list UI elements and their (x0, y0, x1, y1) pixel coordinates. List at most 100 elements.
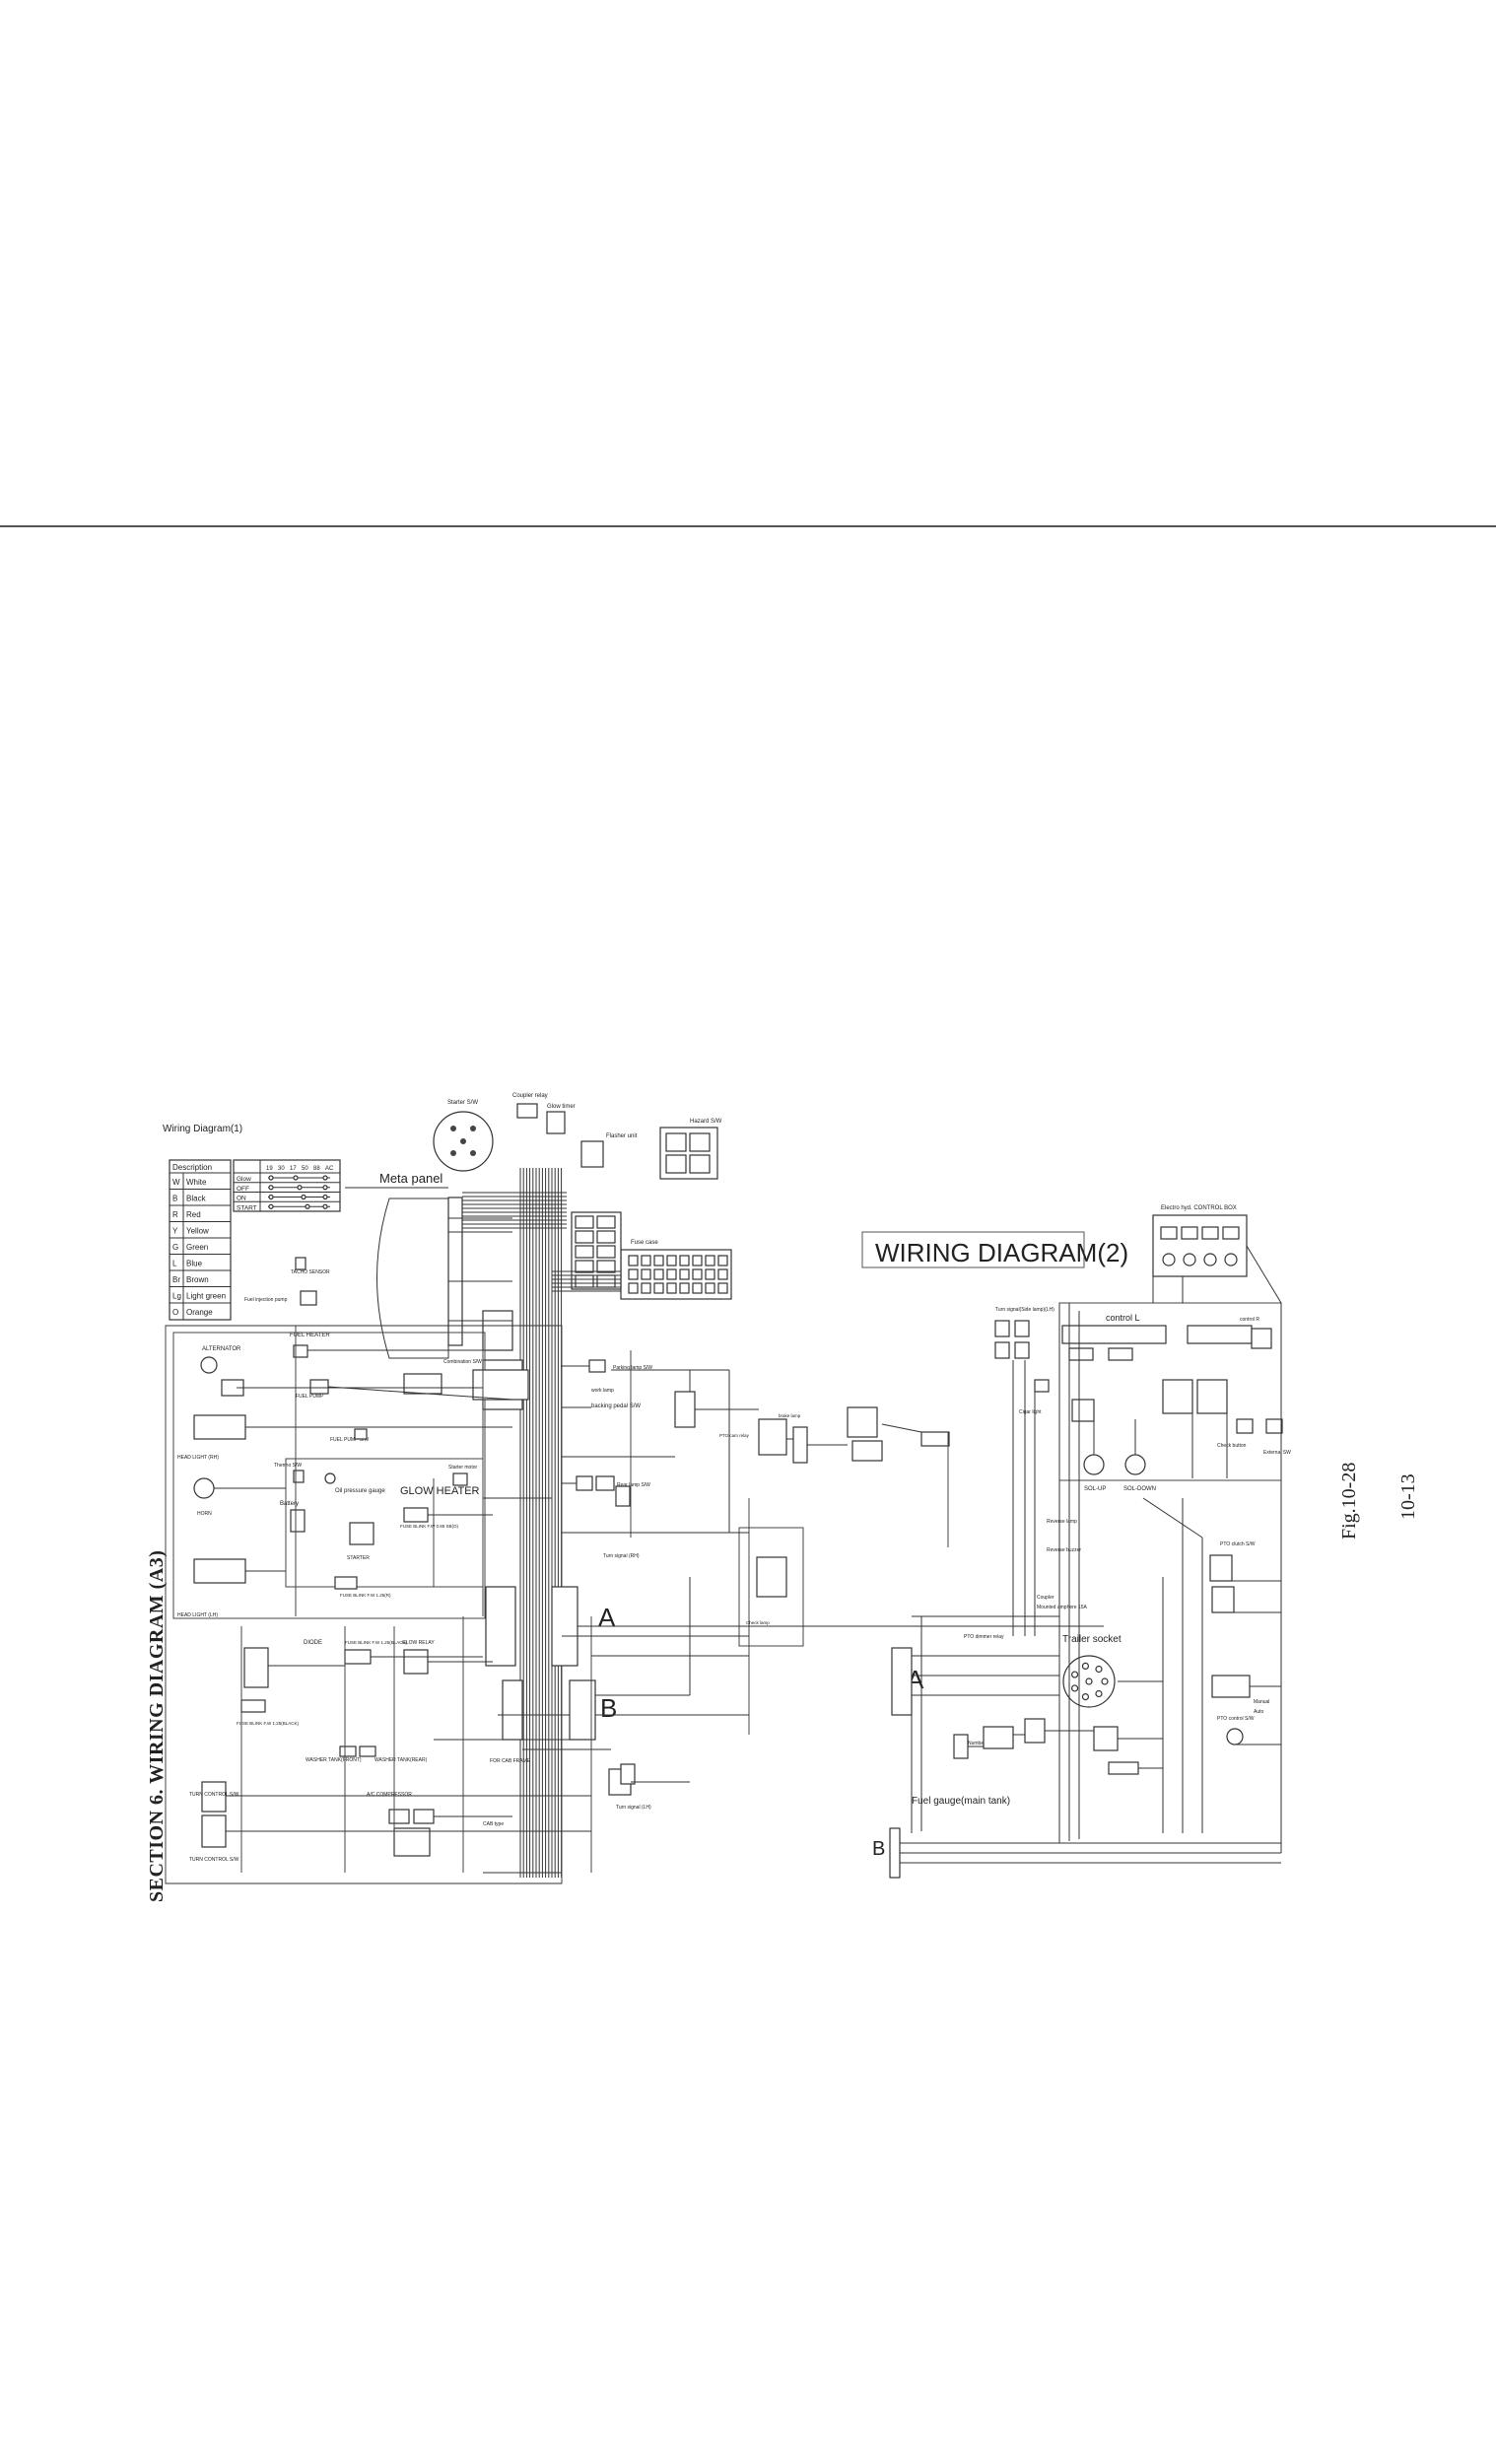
turn-control-switch-1 (201, 1781, 227, 1813)
legend-color-name: Light green (186, 1292, 226, 1301)
flasher-unit (580, 1140, 604, 1168)
legend-color-name: Black (186, 1195, 207, 1203)
combination-switch-connector (482, 1310, 513, 1351)
figure-label: Fig.10-28 (1338, 1462, 1360, 1540)
pto-dimmer-relay-label: PTO dimmer relay (964, 1634, 1004, 1640)
brake-lamp-2 (792, 1426, 808, 1464)
lever-switch-1 (1162, 1379, 1193, 1414)
control-r-block (1187, 1325, 1253, 1344)
connector-block-a1 (485, 1586, 516, 1667)
pto-clutch-switch (1209, 1554, 1233, 1582)
turn-signal-side-lamp-1 (994, 1320, 1010, 1337)
turn-control-switch-2 (201, 1814, 227, 1848)
fuel-gauge-label: Fuel gauge(main tank) (912, 1796, 1010, 1807)
switch-table-header-cell: AC (325, 1166, 334, 1172)
fuel-heater (293, 1344, 308, 1358)
turn-signal-rh-label: Turn signal (RH) (603, 1553, 640, 1559)
mounted-amphere-label: Mounted amphere 15A (1037, 1605, 1088, 1610)
legend-color-name: White (186, 1178, 207, 1187)
switch-table-header-cell: 19 (266, 1166, 273, 1172)
fuel-pump-label: FUEL PUMP (296, 1394, 324, 1400)
fuse-blink-2 (334, 1576, 358, 1590)
main-harness-bundle (462, 1168, 621, 1878)
cigar-light (1034, 1379, 1050, 1393)
check-lamp-block-2 (851, 1440, 883, 1462)
check-lamp-label: Check lamp (746, 1620, 770, 1625)
check-button (1236, 1418, 1254, 1434)
for-cab-frame-label: FOR CAB FRAME (490, 1758, 531, 1764)
page-number: 10-13 (1397, 1473, 1419, 1520)
parking-lamp-switch (588, 1359, 606, 1373)
ac-compressor-label: A/C COMPRESSOR (367, 1792, 412, 1798)
sol-up-valve (1083, 1454, 1105, 1475)
pto-control-sw-label: PTO control S/W (1217, 1716, 1255, 1722)
brake-lamp-group (758, 1418, 787, 1456)
starter (349, 1522, 374, 1545)
washer-tank-front-label: WASHER TANK(FRONT) (306, 1757, 362, 1763)
cigar-light-label: Cigar light (1019, 1409, 1042, 1415)
diagram2-title-box (861, 1231, 1085, 1268)
control-l-connector (1068, 1347, 1094, 1361)
legend-code: W (172, 1178, 180, 1187)
pto-clutch-switch-2 (1211, 1586, 1235, 1613)
starter-sw-label: Starter S/W (447, 1100, 478, 1106)
oil-pressure-gauge-label: Oil pressure gauge (335, 1488, 385, 1494)
coupler-label: Coupler (1037, 1595, 1054, 1601)
pto-control-frame (738, 1527, 804, 1647)
switch-table-header-cell: 50 (302, 1166, 308, 1172)
rear-lamp-sw-label: Rear lamp S/W (617, 1482, 650, 1488)
wiring-diagram-2: Electro hyd. CONTROL BOX WIRING DIAGRAM(… (861, 1205, 1291, 1879)
meta-panel-outline (376, 1198, 449, 1359)
connector-left-block (243, 1647, 269, 1688)
coupler-relay (516, 1103, 538, 1119)
switch-table-header-cell: 88 (313, 1166, 320, 1172)
alternator (200, 1356, 218, 1374)
meta-panel-connector (447, 1197, 463, 1346)
control-box-label: Electro hyd. CONTROL BOX (1161, 1205, 1237, 1211)
thermo-sw-label: Thermo S/W (274, 1463, 302, 1469)
switch-table-row-label: OFF (237, 1186, 249, 1193)
head-light-rh-label: HEAD LIGHT (RH) (177, 1455, 219, 1461)
fuse-blink-1-label: FUSE BLINK F.W 0.85 SB(O) (400, 1524, 459, 1529)
check-lamp (756, 1556, 787, 1598)
combination-sw-label: Combination S/W (443, 1359, 482, 1365)
external-switch (1265, 1418, 1283, 1434)
turn-signal-side-lamp-4 (1014, 1341, 1030, 1359)
alternator-label: ALTERNATOR (202, 1346, 241, 1352)
legend-color-name: Red (186, 1210, 201, 1219)
pto-clutch-sw-label: PTO clutch S/W (1220, 1541, 1256, 1547)
turn-control-sw-1-label: TURN CONTROL S/W (189, 1792, 239, 1798)
legend-code: Br (172, 1275, 180, 1284)
flasher-unit-label: Flasher unit (606, 1133, 638, 1139)
legend-code: O (172, 1308, 178, 1317)
auto-label: Auto (1254, 1709, 1264, 1715)
horn-label: HORN (197, 1511, 212, 1517)
turn-signal-side-lamp-2 (1014, 1320, 1030, 1337)
tacho-sensor (295, 1257, 306, 1270)
fuse-blink-4-label: FUSE BLINK F.W 1.25(BLACK) (237, 1721, 300, 1726)
head-light-lh (193, 1558, 246, 1584)
turn-signal-side-lamp-3 (994, 1341, 1010, 1359)
fuse-blink-2-label: FUSE BLINK F.W 1.25(R) (340, 1593, 391, 1598)
legend-color-name: Brown (186, 1275, 209, 1284)
cab-type-label: CAB type (483, 1821, 504, 1827)
legend-code: Lg (172, 1292, 181, 1301)
connector-block-b1 (502, 1679, 523, 1741)
parking-lamp-sw-label: Parking lamp S/W (613, 1365, 652, 1371)
switch-table-row-label: START (237, 1204, 257, 1211)
fuse-blink-3-label: FUSE BLINK F.W 1.25(BLACK) (345, 1640, 408, 1645)
sol-down-valve (1124, 1454, 1146, 1475)
sol-down-label: SOL-DOWN (1123, 1486, 1156, 1492)
legend-code: Y (172, 1227, 178, 1236)
pto-mode-switch (1211, 1675, 1251, 1698)
legend-color-name: Blue (186, 1260, 203, 1268)
check-button-label: Check button (1217, 1443, 1247, 1449)
legend-color-name: Orange (186, 1308, 213, 1317)
glow-timer-label: Glow timer (547, 1104, 576, 1110)
glow-timer (546, 1111, 566, 1134)
head-light-rh (193, 1414, 246, 1440)
connector-a2 (891, 1647, 913, 1716)
